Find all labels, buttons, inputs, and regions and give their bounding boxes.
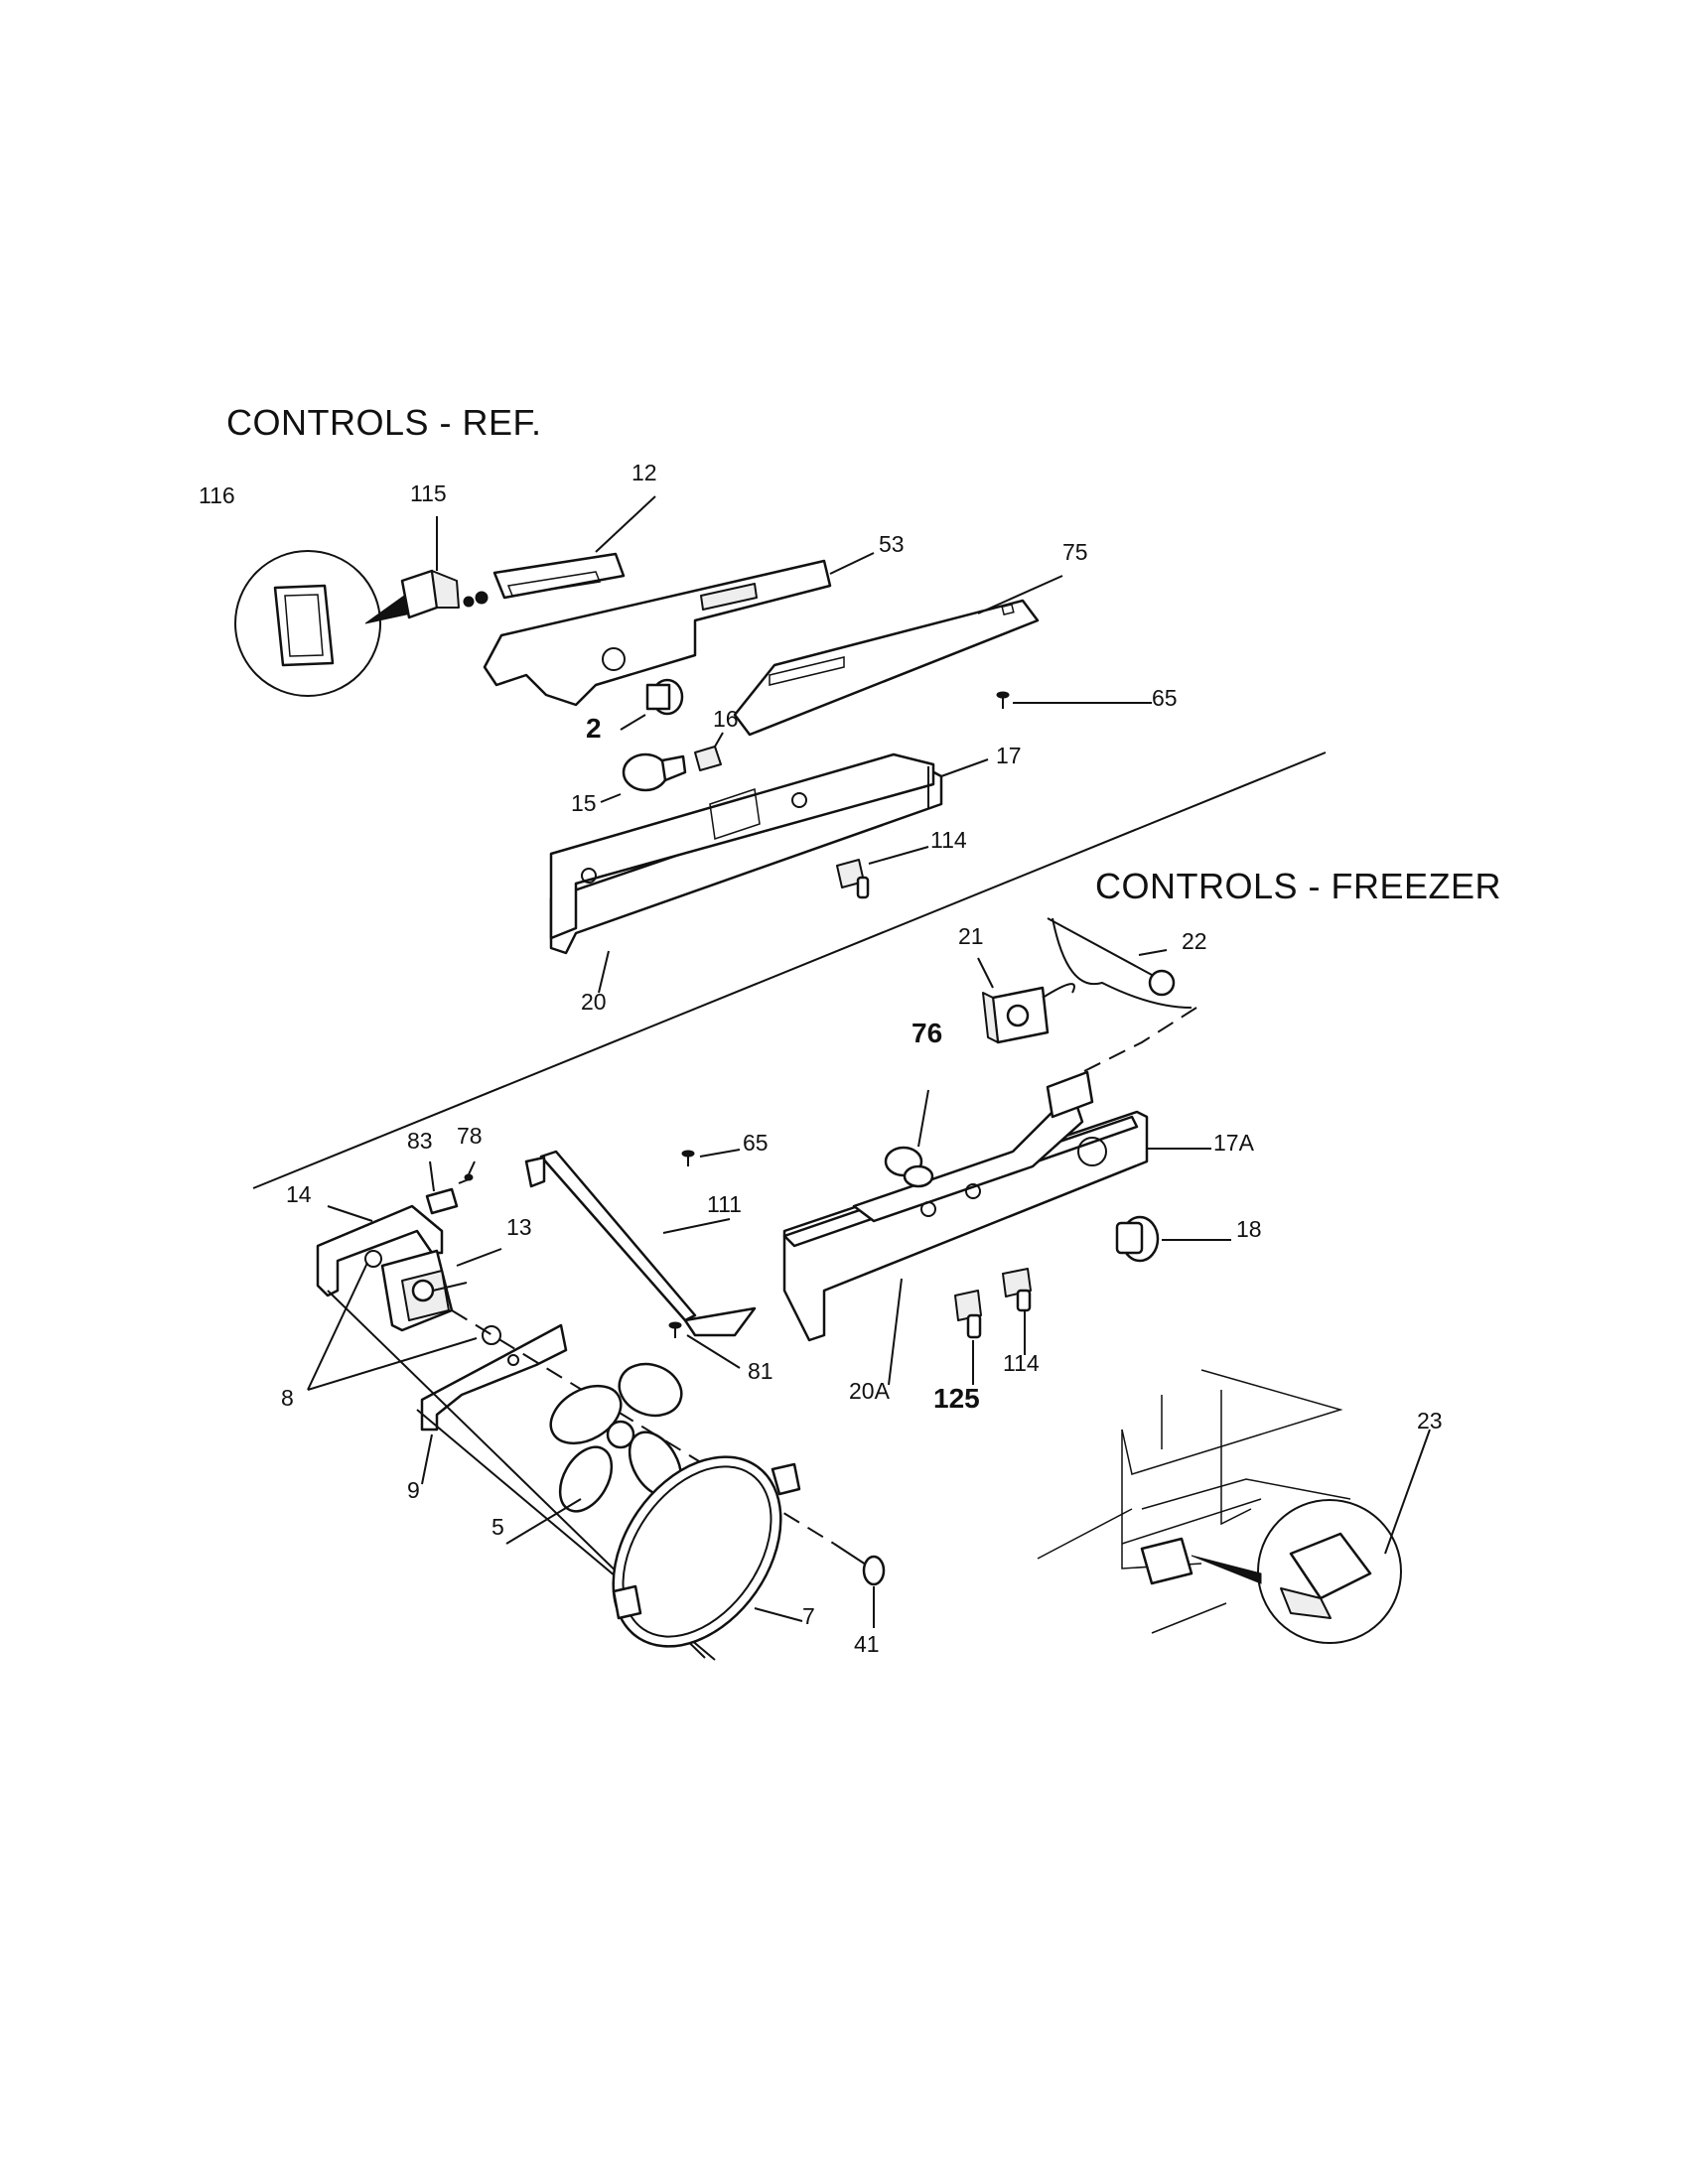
- callout-5: 5: [491, 1514, 504, 1540]
- part-125-switch: [954, 1290, 982, 1385]
- callout-2: 2: [586, 713, 602, 744]
- part-114-switch-top: [836, 846, 929, 899]
- callout-12: 12: [632, 460, 657, 485]
- callout-75: 75: [1062, 539, 1088, 565]
- part-81-screw: [668, 1321, 741, 1369]
- callout-18: 18: [1236, 1216, 1262, 1242]
- callout-115: 115: [410, 480, 447, 506]
- part-12-cover: [492, 495, 656, 600]
- part-2-knob: [620, 678, 684, 731]
- callout-14: 14: [286, 1181, 312, 1207]
- callout-41: 41: [854, 1631, 880, 1657]
- dashed-route-21: [1081, 1007, 1197, 1073]
- part-111-bracket: [524, 1150, 757, 1337]
- callout-125: 125: [933, 1383, 980, 1414]
- part-76-light-socket: [884, 1089, 934, 1188]
- part-65-screw-lower: [681, 1149, 741, 1166]
- part-20a-trim: [888, 1278, 903, 1386]
- callout-20a: 20A: [849, 1378, 890, 1404]
- callout-13: 13: [506, 1214, 532, 1240]
- part-17-control-frame: [549, 752, 989, 955]
- part-20-trim: [598, 950, 610, 994]
- callout-116: 116: [199, 482, 235, 508]
- part-17a-freezer-housing: [782, 1070, 1211, 1342]
- callout-53: 53: [879, 531, 905, 557]
- callout-114-top: 114: [930, 827, 967, 853]
- callout-78: 78: [457, 1123, 483, 1149]
- part-116-gasket-detail: [234, 550, 412, 697]
- part-16-bulb-socket: [694, 732, 724, 771]
- callout-17: 17: [996, 743, 1022, 768]
- part-75-cover-plate: [733, 575, 1063, 737]
- callout-114-bottom: 114: [1003, 1350, 1040, 1376]
- callout-17a: 17A: [1213, 1130, 1254, 1156]
- callout-111: 111: [707, 1191, 742, 1217]
- part-15-light-bulb: [600, 752, 687, 803]
- callout-65-lower: 65: [743, 1130, 769, 1156]
- part-78-screw-small: [458, 1160, 476, 1184]
- freezer-section-title: CONTROLS - FREEZER: [1095, 866, 1502, 906]
- callout-76: 76: [912, 1018, 943, 1048]
- part-22-sensor-tube: [1047, 917, 1193, 1009]
- part-41-screw: [833, 1543, 886, 1628]
- part-8-grommets: [307, 1262, 478, 1391]
- part-115-light-switch: [400, 516, 489, 619]
- part-18-knob: [1115, 1215, 1231, 1263]
- callout-81: 81: [748, 1358, 773, 1384]
- callout-65-top: 65: [1152, 685, 1178, 711]
- callout-15: 15: [571, 790, 597, 816]
- callout-7: 7: [802, 1603, 815, 1629]
- callout-22: 22: [1182, 928, 1207, 954]
- section-divider: [252, 751, 1327, 1189]
- part-114-switch-bottom: [1002, 1268, 1032, 1355]
- part-53-control-housing: [483, 552, 875, 707]
- part-21-thermostat: [977, 957, 1075, 1044]
- callout-21: 21: [958, 923, 984, 949]
- callout-83: 83: [407, 1128, 433, 1154]
- ref-section-title: CONTROLS - REF.: [226, 402, 542, 443]
- callout-9: 9: [407, 1477, 420, 1503]
- callout-20: 20: [581, 989, 607, 1015]
- callout-23: 23: [1417, 1408, 1443, 1433]
- part-65-screw-top: [996, 691, 1152, 709]
- callout-16: 16: [713, 706, 739, 732]
- part-13-fan-motor: [380, 1248, 502, 1332]
- part-83-clip: [425, 1160, 459, 1215]
- part-14-motor-bracket: [316, 1204, 444, 1297]
- part-5-fan-blade: [505, 1362, 683, 1545]
- part-9-lower-bracket: [420, 1323, 568, 1485]
- callout-8: 8: [281, 1385, 294, 1411]
- part-23-cabinet-detail: [1037, 1369, 1431, 1644]
- part-7-fan-shroud: [612, 1455, 803, 1648]
